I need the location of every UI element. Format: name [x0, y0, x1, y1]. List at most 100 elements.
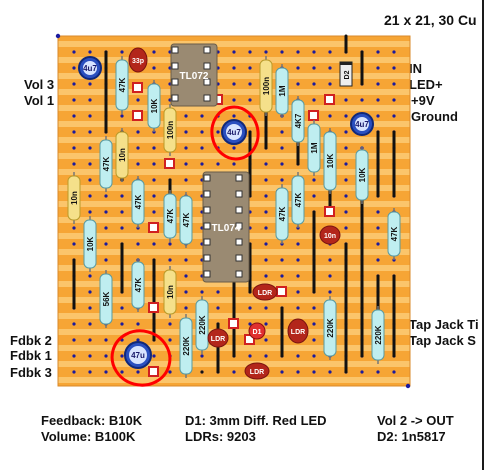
board-hole — [88, 274, 92, 278]
board-hole — [344, 178, 348, 182]
resistor-value-label: 4K7 — [294, 113, 303, 128]
board-hole — [104, 370, 108, 374]
cap-33p: 33p — [128, 47, 148, 73]
board-hole — [88, 162, 92, 166]
svg-text:LDR: LDR — [250, 369, 264, 376]
board-hole — [88, 306, 92, 310]
board-hole — [232, 146, 236, 150]
track-cut — [148, 366, 159, 377]
board-hole — [200, 354, 204, 358]
board-hole — [88, 98, 92, 102]
board-hole — [88, 290, 92, 294]
resistor-value-label: 1M — [310, 142, 319, 153]
board-hole — [328, 82, 332, 86]
board-hole — [280, 162, 284, 166]
svg-text:D2: D2 — [344, 70, 351, 79]
resistor-value-label: 10K — [150, 98, 159, 113]
board-hole — [120, 210, 124, 214]
track-cut — [132, 82, 143, 93]
svg-text:4u7: 4u7 — [355, 120, 369, 129]
board-hole — [200, 130, 204, 134]
board-hole — [264, 354, 268, 358]
cap-47u: 47u — [124, 341, 152, 369]
resistor-value-label: 47K — [134, 277, 143, 292]
board-hole — [184, 162, 188, 166]
board-hole — [296, 354, 300, 358]
resistor-r220k_d: 220K — [371, 306, 385, 364]
board-hole — [312, 370, 316, 374]
board-hole — [152, 194, 156, 198]
board-hole — [344, 226, 348, 230]
board-hole — [88, 114, 92, 118]
label-9v: +9V — [411, 93, 435, 108]
resistor-value-label: 10K — [326, 153, 335, 168]
label-tapjack-tip: Tap Jack Ti — [409, 317, 479, 332]
track-cut — [164, 158, 175, 169]
board-hole — [296, 258, 300, 262]
board-hole — [152, 242, 156, 246]
board-hole — [120, 306, 124, 310]
board-hole — [232, 66, 236, 70]
resistor-r220k_c: 220K — [323, 296, 337, 360]
label-vol1: Vol 1 — [24, 93, 55, 108]
board-hole — [296, 66, 300, 70]
board-hole — [280, 50, 284, 54]
board-hole — [136, 130, 140, 134]
resistor-r47k_e: 47K — [179, 192, 193, 248]
ic2-label: TL074 — [212, 223, 241, 234]
board-hole — [72, 370, 76, 374]
board-hole — [280, 146, 284, 150]
board-hole — [88, 194, 92, 198]
board-hole — [152, 354, 156, 358]
board-hole — [72, 66, 76, 70]
board-hole — [312, 354, 316, 358]
track-cut — [276, 286, 287, 297]
track-cut — [148, 222, 159, 233]
track-cut — [228, 318, 239, 329]
board-hole — [296, 290, 300, 294]
diode-d1: D1 — [248, 322, 266, 340]
board-hole — [136, 370, 140, 374]
svg-text:LDR: LDR — [258, 290, 272, 297]
board-hole — [296, 50, 300, 54]
resistor-value-label: 10n — [166, 285, 175, 299]
board-hole — [104, 242, 108, 246]
board-hole — [264, 194, 268, 198]
resistor-value-label: 220K — [326, 318, 335, 337]
svg-text:LDR: LDR — [291, 329, 305, 336]
board-hole — [232, 50, 236, 54]
board-hole — [104, 354, 108, 358]
board-hole — [280, 258, 284, 262]
svg-text:10n: 10n — [324, 233, 336, 240]
note-d1: D1: 3mm Diff. Red LED — [185, 413, 327, 428]
ic1-label: TL072 — [180, 71, 209, 82]
board-hole — [72, 242, 76, 246]
board-hole — [136, 338, 140, 342]
board-hole — [216, 130, 220, 134]
board-hole — [72, 322, 76, 326]
board-hole — [184, 258, 188, 262]
board-hole — [120, 226, 124, 230]
board-hole — [152, 50, 156, 54]
board-hole — [312, 306, 316, 310]
board-hole — [376, 66, 380, 70]
board-hole — [120, 114, 124, 118]
board-hole — [72, 354, 76, 358]
resistor-value-label: 220K — [182, 336, 191, 355]
board-hole — [120, 370, 124, 374]
board-hole — [200, 146, 204, 150]
board-hole — [168, 258, 172, 262]
board-hole — [344, 146, 348, 150]
board-hole — [72, 130, 76, 134]
board-hole — [248, 322, 252, 326]
resistor-r47k_i: 47K — [131, 258, 145, 312]
board-hole — [184, 114, 188, 118]
board-hole — [88, 178, 92, 182]
board-hole — [344, 162, 348, 166]
board-hole — [168, 338, 172, 342]
label-ground: Ground — [411, 109, 458, 124]
board-hole — [152, 178, 156, 182]
resistor-r47k_a: 47K — [115, 56, 129, 114]
resistor-value-label: 47K — [102, 156, 111, 171]
resistor-value-label: 47K — [182, 212, 191, 227]
